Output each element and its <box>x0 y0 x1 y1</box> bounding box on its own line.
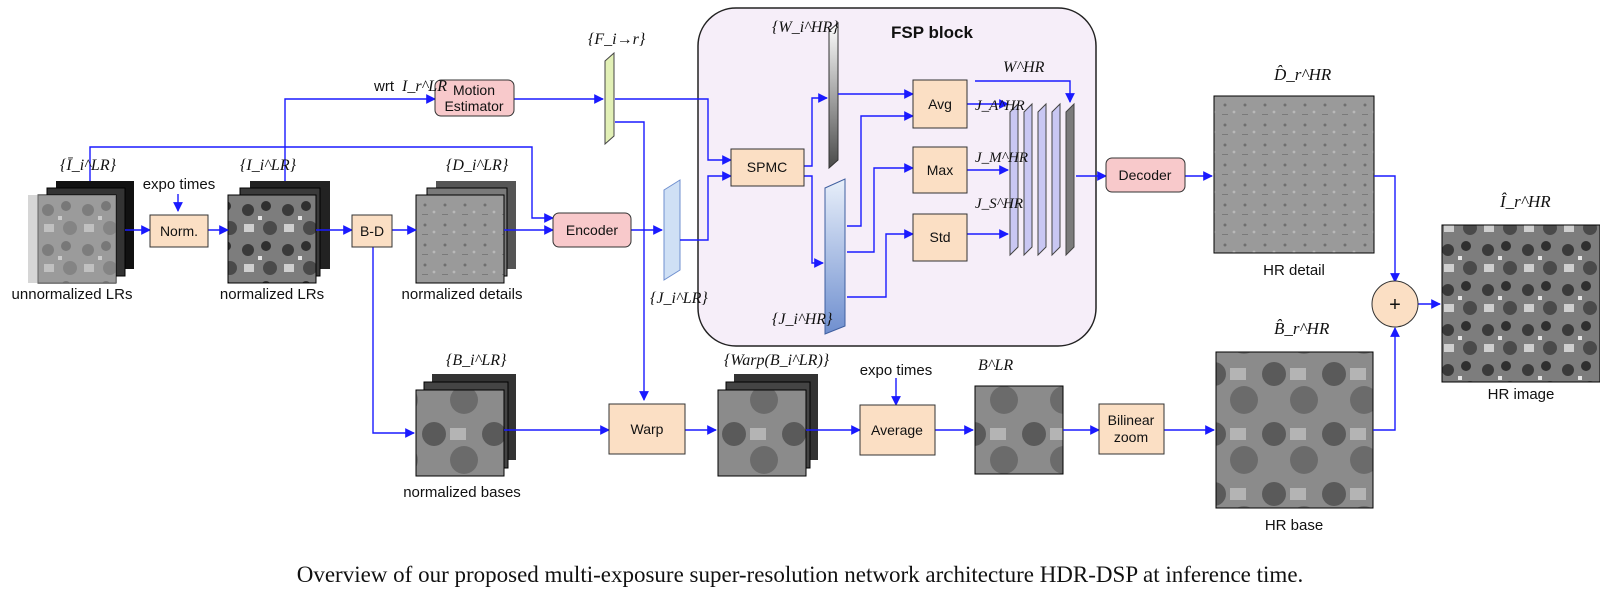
svg-text:Average: Average <box>871 422 923 438</box>
expo-times-label-1: expo times <box>143 176 216 193</box>
motion-estimator-box: Motion Estimator <box>434 79 515 117</box>
spmc-box: SPMC <box>730 148 805 187</box>
norm-box: Norm. <box>149 214 209 248</box>
std-box: Std <box>912 213 968 262</box>
I-bar-lr-set: {Ī_i^LR} <box>60 157 117 174</box>
avg-box: Avg <box>912 79 968 129</box>
arrows <box>89 80 1441 438</box>
svg-text:Std: Std <box>929 229 950 245</box>
normalized-lr-stack <box>227 181 330 284</box>
J-S-hr: J_S^HR <box>975 196 1023 212</box>
J-A-hr: J_A^HR <box>975 98 1025 114</box>
J-hr-feature-map <box>824 178 846 335</box>
svg-text:SPMC: SPMC <box>747 159 787 175</box>
wrt-label: wrt <box>373 78 395 95</box>
J-M-hr: J_M^HR <box>975 150 1028 166</box>
J-lr-set: {J_i^LR} <box>650 290 708 307</box>
I-r-lr: I_r^LR <box>401 78 447 95</box>
bases-label: normalized bases <box>403 484 521 501</box>
svg-text:Warp: Warp <box>631 421 664 437</box>
hr-detail-image <box>1213 95 1375 254</box>
unnormalized-label: unnormalized LRs <box>12 286 133 303</box>
W-hr-set: {W_i^HR} <box>772 19 839 36</box>
warped-bases-stack <box>717 374 818 477</box>
bd-box: B-D <box>351 214 393 248</box>
B-lr: B^LR <box>978 357 1013 374</box>
decoder-box: Decoder <box>1105 157 1186 193</box>
flow-feature-map <box>604 51 615 146</box>
svg-text:+: + <box>1389 294 1401 316</box>
svg-text:Max: Max <box>927 162 953 178</box>
max-box: Max <box>912 146 968 194</box>
figure-caption: Overview of our proposed multi-exposure … <box>297 562 1304 587</box>
svg-text:Decoder: Decoder <box>1119 167 1172 183</box>
hr-base-label: HR base <box>1265 517 1323 534</box>
expo-times-label-2: expo times <box>860 362 933 379</box>
svg-text:Encoder: Encoder <box>566 222 618 238</box>
details-label: normalized details <box>402 286 523 303</box>
concat-feature-maps <box>1009 102 1075 257</box>
hr-image <box>1441 224 1600 383</box>
unnormalized-lr-stack <box>28 181 134 284</box>
warp-B-set: {Warp(B_i^LR)} <box>724 352 830 369</box>
bilinear-zoom-box: Bilinear zoom <box>1098 403 1165 455</box>
svg-text:Bilinear: Bilinear <box>1108 412 1155 428</box>
sum-node: + <box>1371 280 1419 328</box>
W-feature-map <box>828 21 839 170</box>
B-hat-hr: B̂_r^HR <box>1274 319 1330 338</box>
svg-text:Estimator: Estimator <box>444 98 503 114</box>
svg-text:zoom: zoom <box>1114 429 1148 445</box>
warp-box: Warp <box>608 403 686 455</box>
normalized-details-stack <box>415 181 516 284</box>
encoder-box: Encoder <box>552 212 632 248</box>
hr-base-image <box>1215 351 1374 509</box>
J-hr-set: {J_i^HR} <box>772 311 833 328</box>
B-lr-set: {B_i^LR} <box>446 352 507 369</box>
I-hat-hr: Î_r^HR <box>1499 192 1551 211</box>
base-lr-image <box>974 385 1064 475</box>
normalized-bases-stack <box>415 374 516 477</box>
hr-detail-label: HR detail <box>1263 262 1325 279</box>
D-lr-set: {D_i^LR} <box>446 157 509 174</box>
W-hr: W^HR <box>1003 59 1045 76</box>
svg-text:Norm.: Norm. <box>160 223 198 239</box>
svg-text:B-D: B-D <box>360 223 384 239</box>
D-hat-hr: D̂_r^HR <box>1273 65 1332 84</box>
svg-text:Motion: Motion <box>453 82 495 98</box>
fsp-block-panel <box>697 7 1097 347</box>
I-lr-set: {I_i^LR} <box>240 157 297 174</box>
average-box: Average <box>859 404 936 456</box>
svg-text:Avg: Avg <box>928 96 952 112</box>
normalized-label: normalized LRs <box>220 286 324 303</box>
hr-image-label: HR image <box>1488 386 1555 403</box>
J-lr-feature-map <box>663 179 681 281</box>
fsp-block-title: FSP block <box>891 23 973 42</box>
F-flow-set: {F_i→r} <box>588 31 646 48</box>
